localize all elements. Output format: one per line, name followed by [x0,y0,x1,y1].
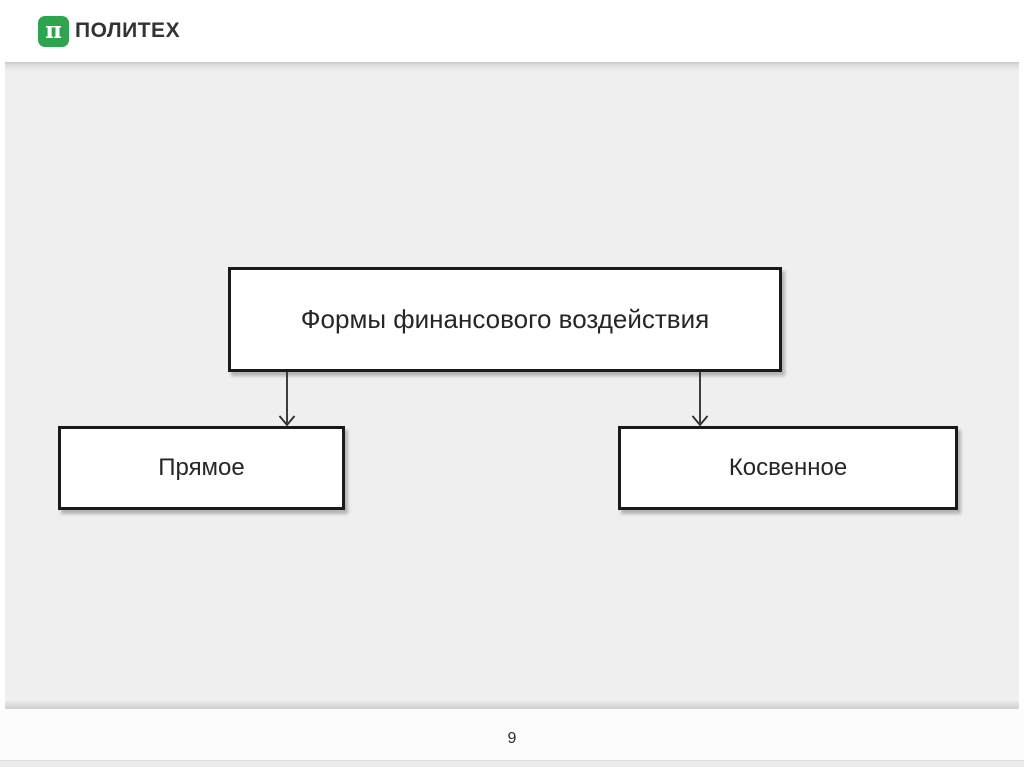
diagram-child-box-direct: Прямое [58,426,345,510]
page-number: 9 [507,730,517,747]
brand-name: ПОЛИТЕХ [75,19,181,42]
diagram-child-box-indirect: Косвенное [618,426,958,510]
header-bar: π ПОЛИТЕХ [0,0,1024,62]
politech-logo: π ПОЛИТЕХ [38,15,181,47]
connector-arrow-right [691,372,709,427]
diagram-child-label-indirect: Косвенное [728,454,848,481]
diagram-root-label: Формы финансового воздействия [300,304,710,334]
connector-arrow-left [278,372,296,427]
diagram-child-label-direct: Прямое [158,454,245,481]
slide-bottom-shadow [5,700,1019,709]
pi-logo-icon: π [38,15,69,47]
slide-top-shadow [5,62,1019,72]
diagram-root-box: Формы финансового воздействия [228,267,782,372]
footer-bar: 9 [0,709,1024,767]
slide-canvas: Формы финансового воздействия Прямое Кос… [5,62,1019,709]
